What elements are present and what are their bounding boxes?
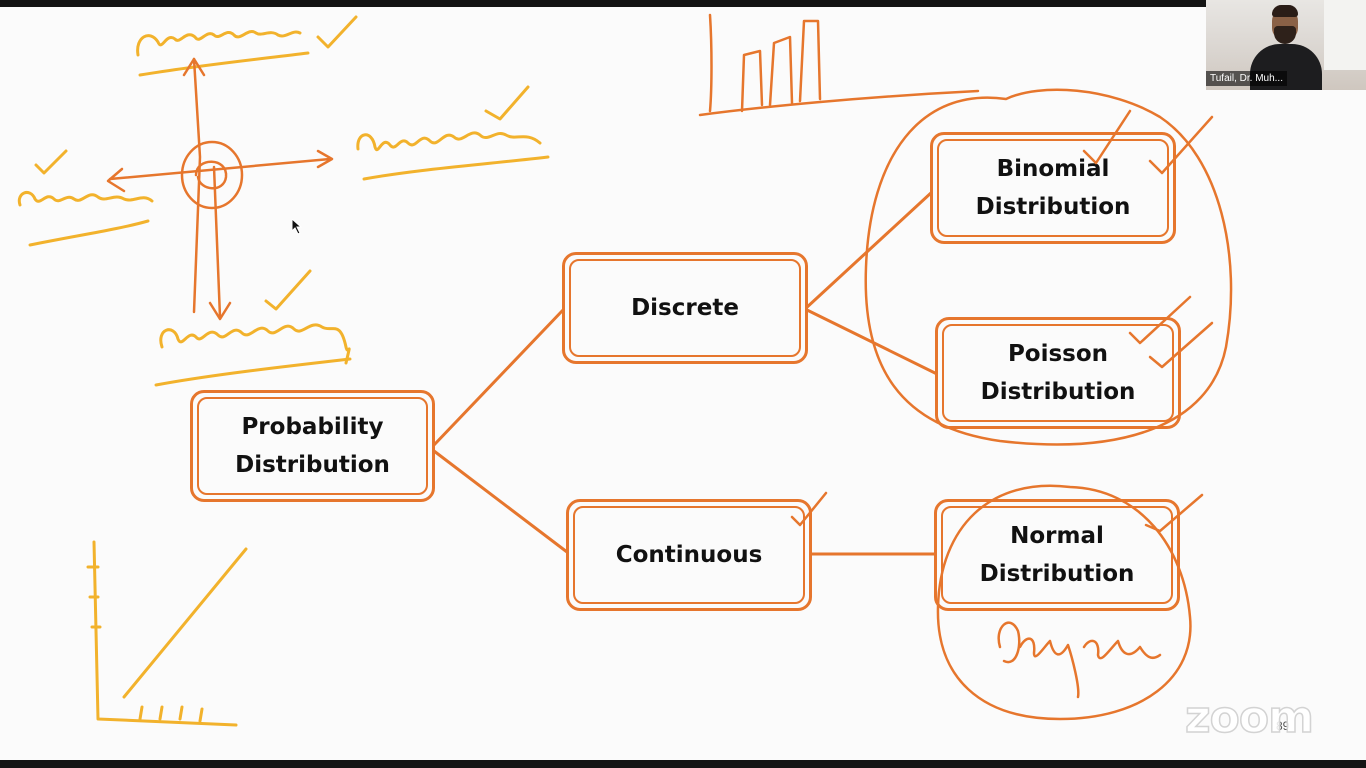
participant-name: Tufail, Dr. Muh... xyxy=(1206,71,1287,86)
top-bar xyxy=(0,0,1366,7)
participant-video-tile[interactable]: Tufail, Dr. Muh... xyxy=(1206,0,1366,90)
pen-annotations xyxy=(17,13,1233,727)
node-label: Normal Distribution xyxy=(979,523,1135,587)
node-label: Binomial Distribution xyxy=(975,156,1131,220)
participant-beard xyxy=(1274,26,1296,44)
line-root-continuous xyxy=(433,449,568,554)
bottom-bar xyxy=(0,760,1366,768)
shared-slide: Probability Distribution Discrete Contin… xyxy=(0,7,1366,760)
line-discrete-poisson xyxy=(804,307,938,376)
node-poisson-distribution: Poisson Distribution xyxy=(935,317,1181,429)
node-label: Continuous xyxy=(615,542,763,568)
slide-page-number: 89 xyxy=(1276,719,1290,733)
node-continuous: Continuous xyxy=(566,499,812,611)
line-root-discrete xyxy=(432,308,565,447)
background-window xyxy=(1324,0,1366,70)
line-discrete-binomial xyxy=(803,190,934,311)
node-label: Probability Distribution xyxy=(235,414,390,478)
yellow-annotations xyxy=(17,15,550,727)
orange-annotations xyxy=(106,13,1233,721)
node-normal-distribution: Normal Distribution xyxy=(934,499,1180,611)
node-binomial-distribution: Binomial Distribution xyxy=(930,132,1176,244)
node-label: Discrete xyxy=(631,295,739,321)
participant-hair xyxy=(1272,5,1298,17)
zoom-watermark: zoom xyxy=(1184,691,1314,744)
node-probability-distribution: Probability Distribution xyxy=(190,390,435,502)
node-label: Poisson Distribution xyxy=(980,341,1136,405)
connector-lines xyxy=(432,190,938,556)
node-discrete: Discrete xyxy=(562,252,808,364)
